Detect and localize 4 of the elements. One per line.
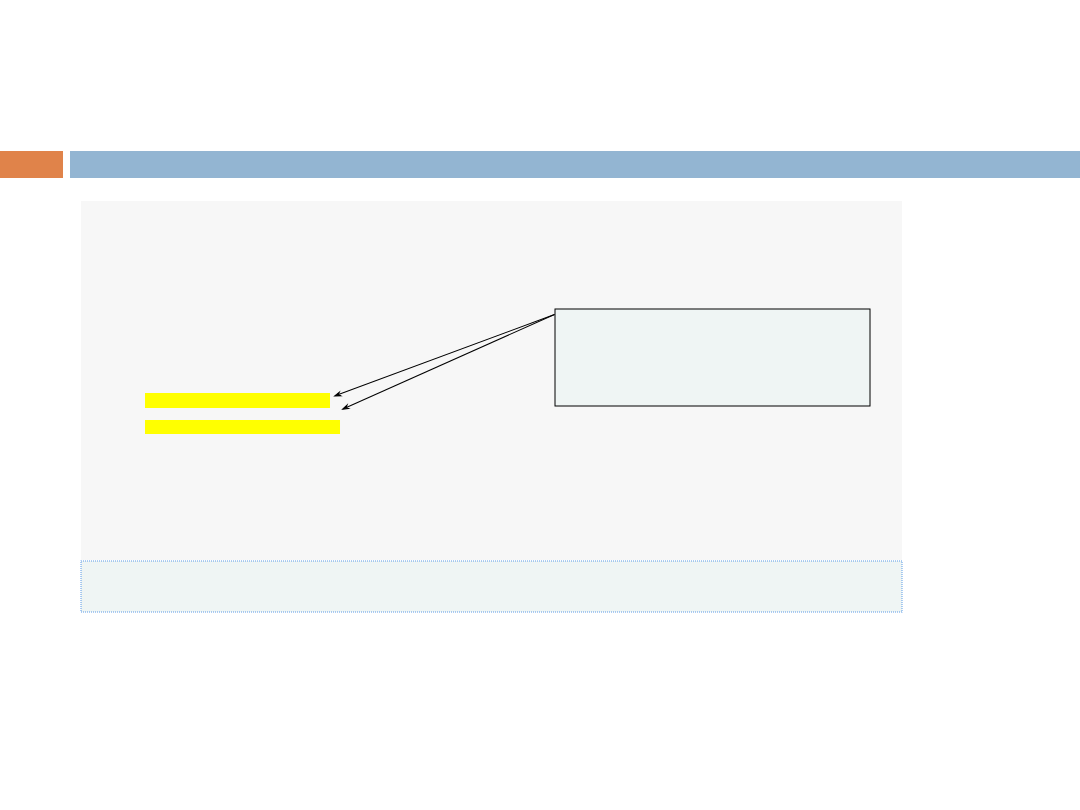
highlight-bar: [145, 420, 340, 434]
note-box: [80, 560, 903, 613]
callout-box: [554, 308, 871, 407]
arrow: [342, 314, 555, 410]
